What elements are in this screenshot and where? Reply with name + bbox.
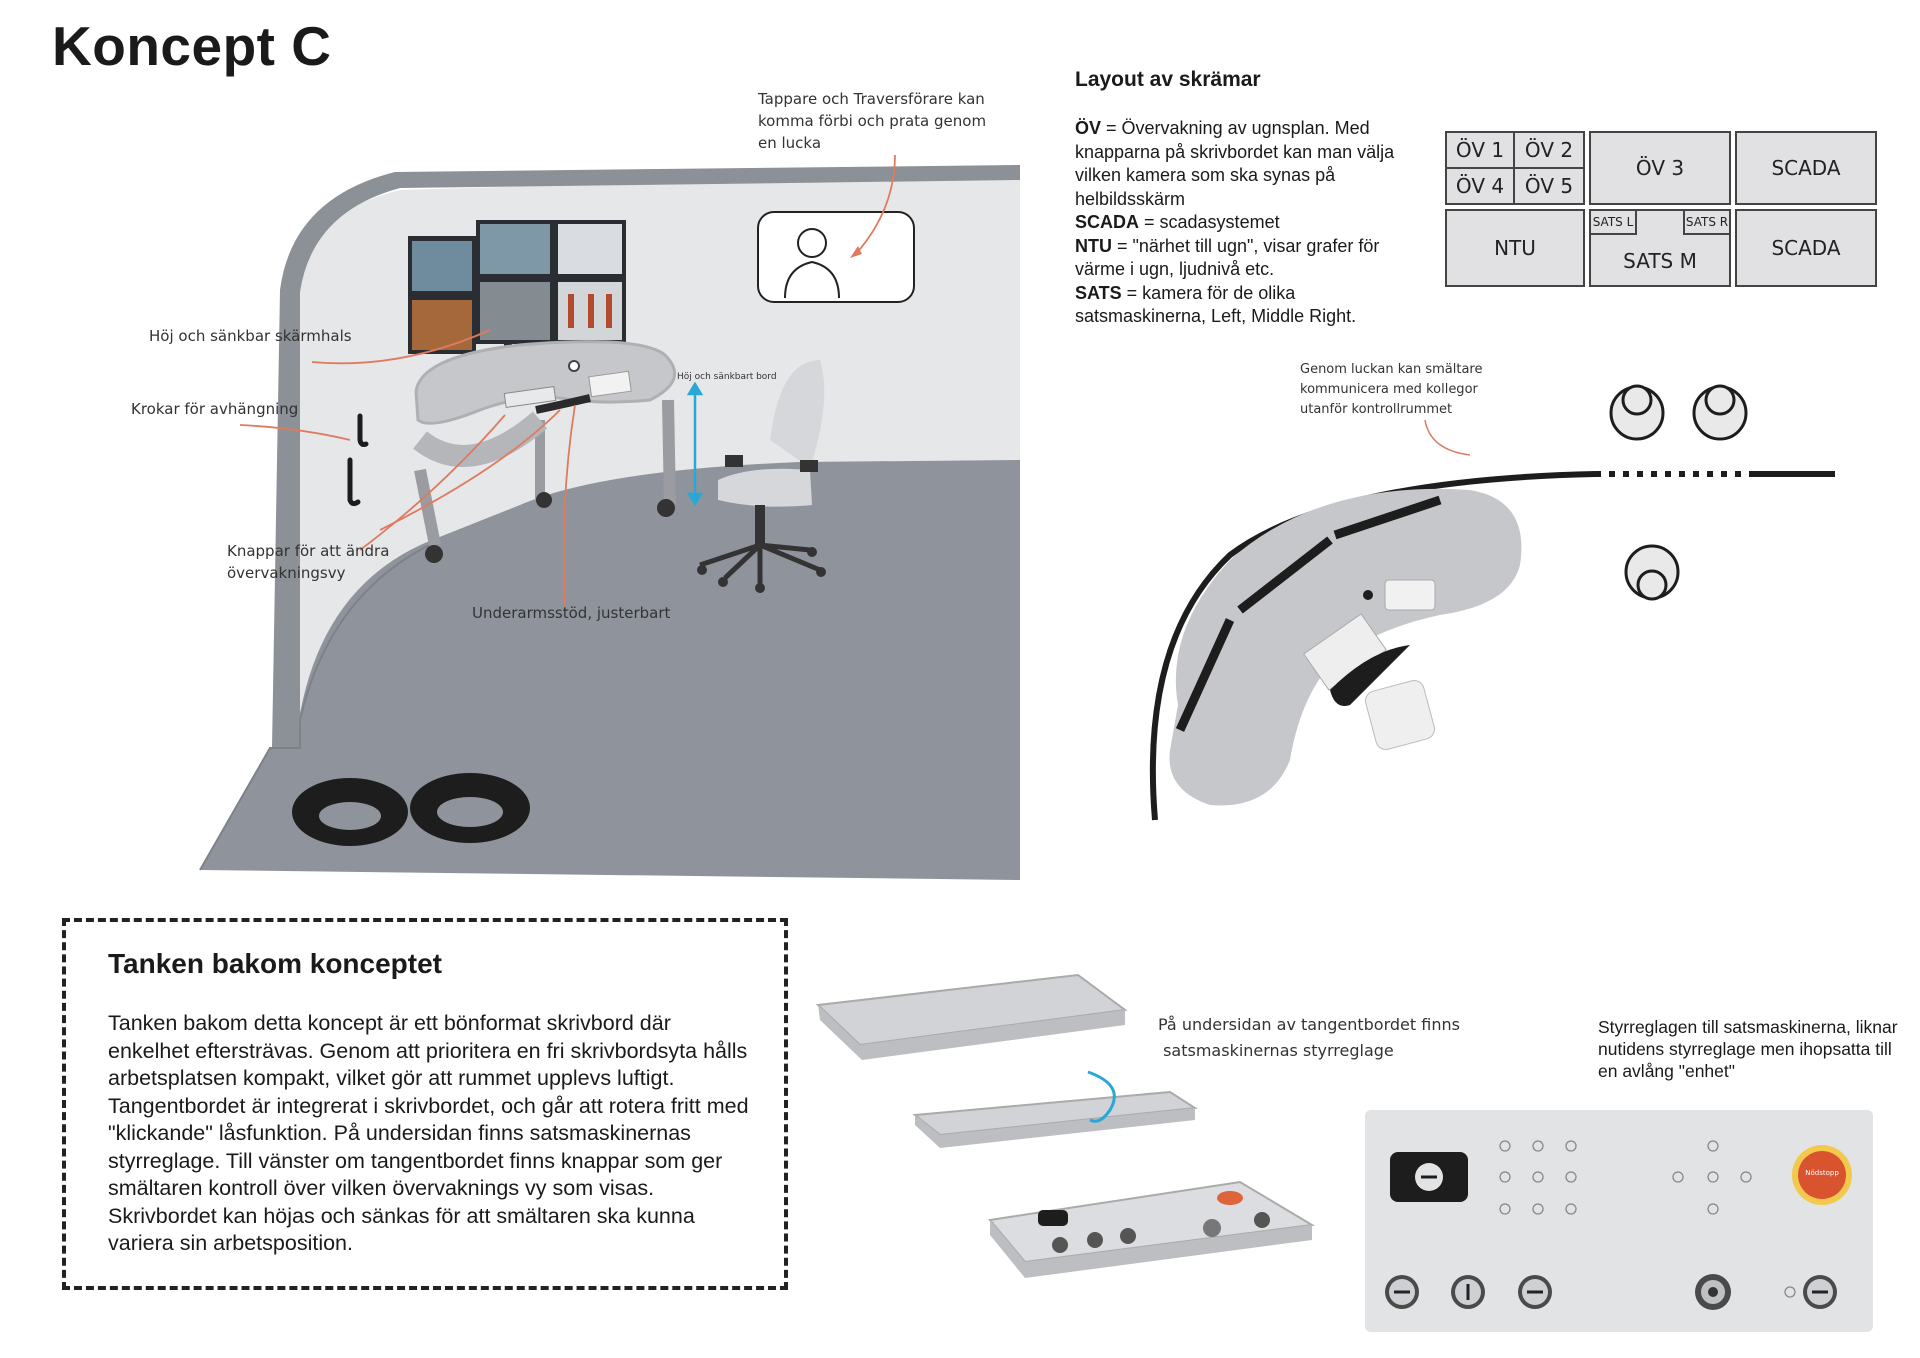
hatch-window <box>757 211 915 303</box>
emergency-stop <box>1792 1145 1852 1205</box>
page-title: Koncept C <box>52 15 332 77</box>
note-view-buttons: Knappar för att ändra övervakningsvy <box>227 542 390 582</box>
office-chair <box>697 360 826 593</box>
emergency-stop-label[interactable]: Nödstopp <box>1805 1169 1839 1177</box>
screen-ntu: NTU <box>1445 209 1585 287</box>
concept-text: Tanken bakom detta koncept är ett bönfor… <box>108 1011 749 1255</box>
note-controls: Styrreglagen till satsmaskinerna, liknar… <box>1598 1017 1898 1081</box>
layout-heading: Layout av skrämar <box>1075 68 1261 91</box>
screen-legend: ÖV = Övervakning av ugnsplan. Med knappa… <box>1075 117 1430 329</box>
screen-sats-r: SATS R <box>1683 209 1731 235</box>
rotate-arrow <box>1087 1070 1116 1123</box>
note-hooks: Krokar för avhängning <box>131 400 299 418</box>
concept-heading: Tanken bakom konceptet <box>108 948 443 979</box>
legend-term: SCADA = scadasystemet <box>1075 212 1280 232</box>
wall-hooks <box>347 413 369 507</box>
legend-term: NTU = "närhet till ugn", visar grafer fö… <box>1075 235 1380 280</box>
note-hatch: Tappare och Traversförare kan komma förb… <box>758 90 987 152</box>
bean-desk <box>413 340 676 563</box>
keyboard-top <box>815 973 1128 1060</box>
colleague-figures <box>1609 384 1748 601</box>
screen-scada-top: SCADA <box>1735 131 1877 205</box>
height-arrow <box>686 381 704 507</box>
screen-ov2: ÖV 2 <box>1513 131 1585 169</box>
room-floor <box>200 460 1020 880</box>
note-forearm-rest: Underarmsstöd, justerbart <box>472 604 671 622</box>
concept-box <box>62 918 788 1290</box>
screen-scada-bottom: SCADA <box>1735 209 1877 287</box>
rotary-knobs <box>1385 1274 1837 1310</box>
note-keyboard: På undersidan av tangentbordet finns sat… <box>1158 1015 1460 1060</box>
screen-layout-grid: ÖV 1 ÖV 2 ÖV 4 ÖV 5 ÖV 3 SCADA NTU SATS … <box>1445 131 1878 291</box>
indicator-lights <box>1499 1140 1796 1298</box>
screen-sats-l: SATS L <box>1589 209 1637 235</box>
screen-ov5: ÖV 5 <box>1513 167 1585 205</box>
keyboard-underside <box>988 1180 1315 1278</box>
legend-term: SATS = kamera för de olika satsmaskinern… <box>1075 282 1357 327</box>
note-monitor-neck: Höj och sänkbar skärmhals <box>149 327 352 345</box>
note-floorplan: Genom luckan kan smältare kommunicera me… <box>1300 362 1483 417</box>
annotation-arrows <box>239 154 896 606</box>
screen-ov4: ÖV 4 <box>1445 167 1515 205</box>
screen-ov3: ÖV 3 <box>1589 131 1731 205</box>
note-height-desk: Höj och sänkbart bord <box>677 372 777 382</box>
screen-sats-m: SATS M <box>1589 209 1731 287</box>
floorplan-wall <box>1149 471 1596 821</box>
keyboard-middle <box>912 1090 1198 1148</box>
legend-term: ÖV = Övervakning av ugnsplan. Med knappa… <box>1075 118 1395 209</box>
